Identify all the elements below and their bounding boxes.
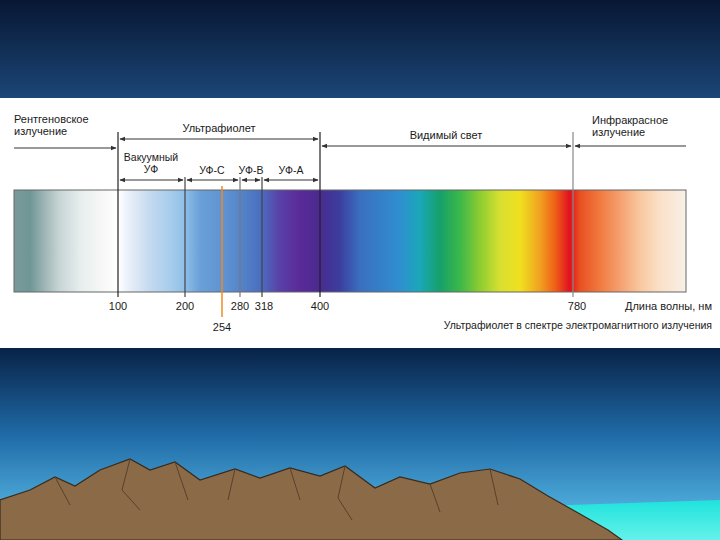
top-ground [0, 0, 720, 98]
figure-panel [0, 98, 720, 348]
tick-value: 400 [311, 300, 329, 312]
wavelength-marker [221, 186, 223, 317]
figure-caption: Ультрафиолет в спектре электромагнитного… [444, 319, 712, 331]
tick-value: 318 [255, 300, 273, 312]
tick-value: 100 [109, 300, 127, 312]
subrange-name: УФ-А [279, 164, 304, 176]
axis-title: Длина волны, нм [625, 300, 712, 312]
subrange-name: УФ-С [199, 164, 224, 176]
range-name: Инфракрасное излучение [592, 114, 668, 138]
range-name: Видимый свет [410, 129, 483, 141]
spectrum-band [14, 190, 686, 292]
range-lines [118, 132, 573, 297]
mountains [0, 459, 622, 540]
range-arrows [14, 139, 686, 180]
subrange-name: УФ-В [239, 164, 264, 176]
range-name: Ультрафиолет [182, 122, 255, 134]
tick-value: 280 [231, 300, 249, 312]
sky-ground [0, 348, 720, 540]
tick-value: 200 [176, 300, 194, 312]
range-name: Рентгеновское излучение [14, 113, 89, 137]
subrange-name: Вакуумный УФ [124, 151, 178, 175]
tick-value: 780 [568, 300, 586, 312]
mountain-ridges [55, 459, 498, 520]
tick-value: 254 [213, 321, 231, 333]
